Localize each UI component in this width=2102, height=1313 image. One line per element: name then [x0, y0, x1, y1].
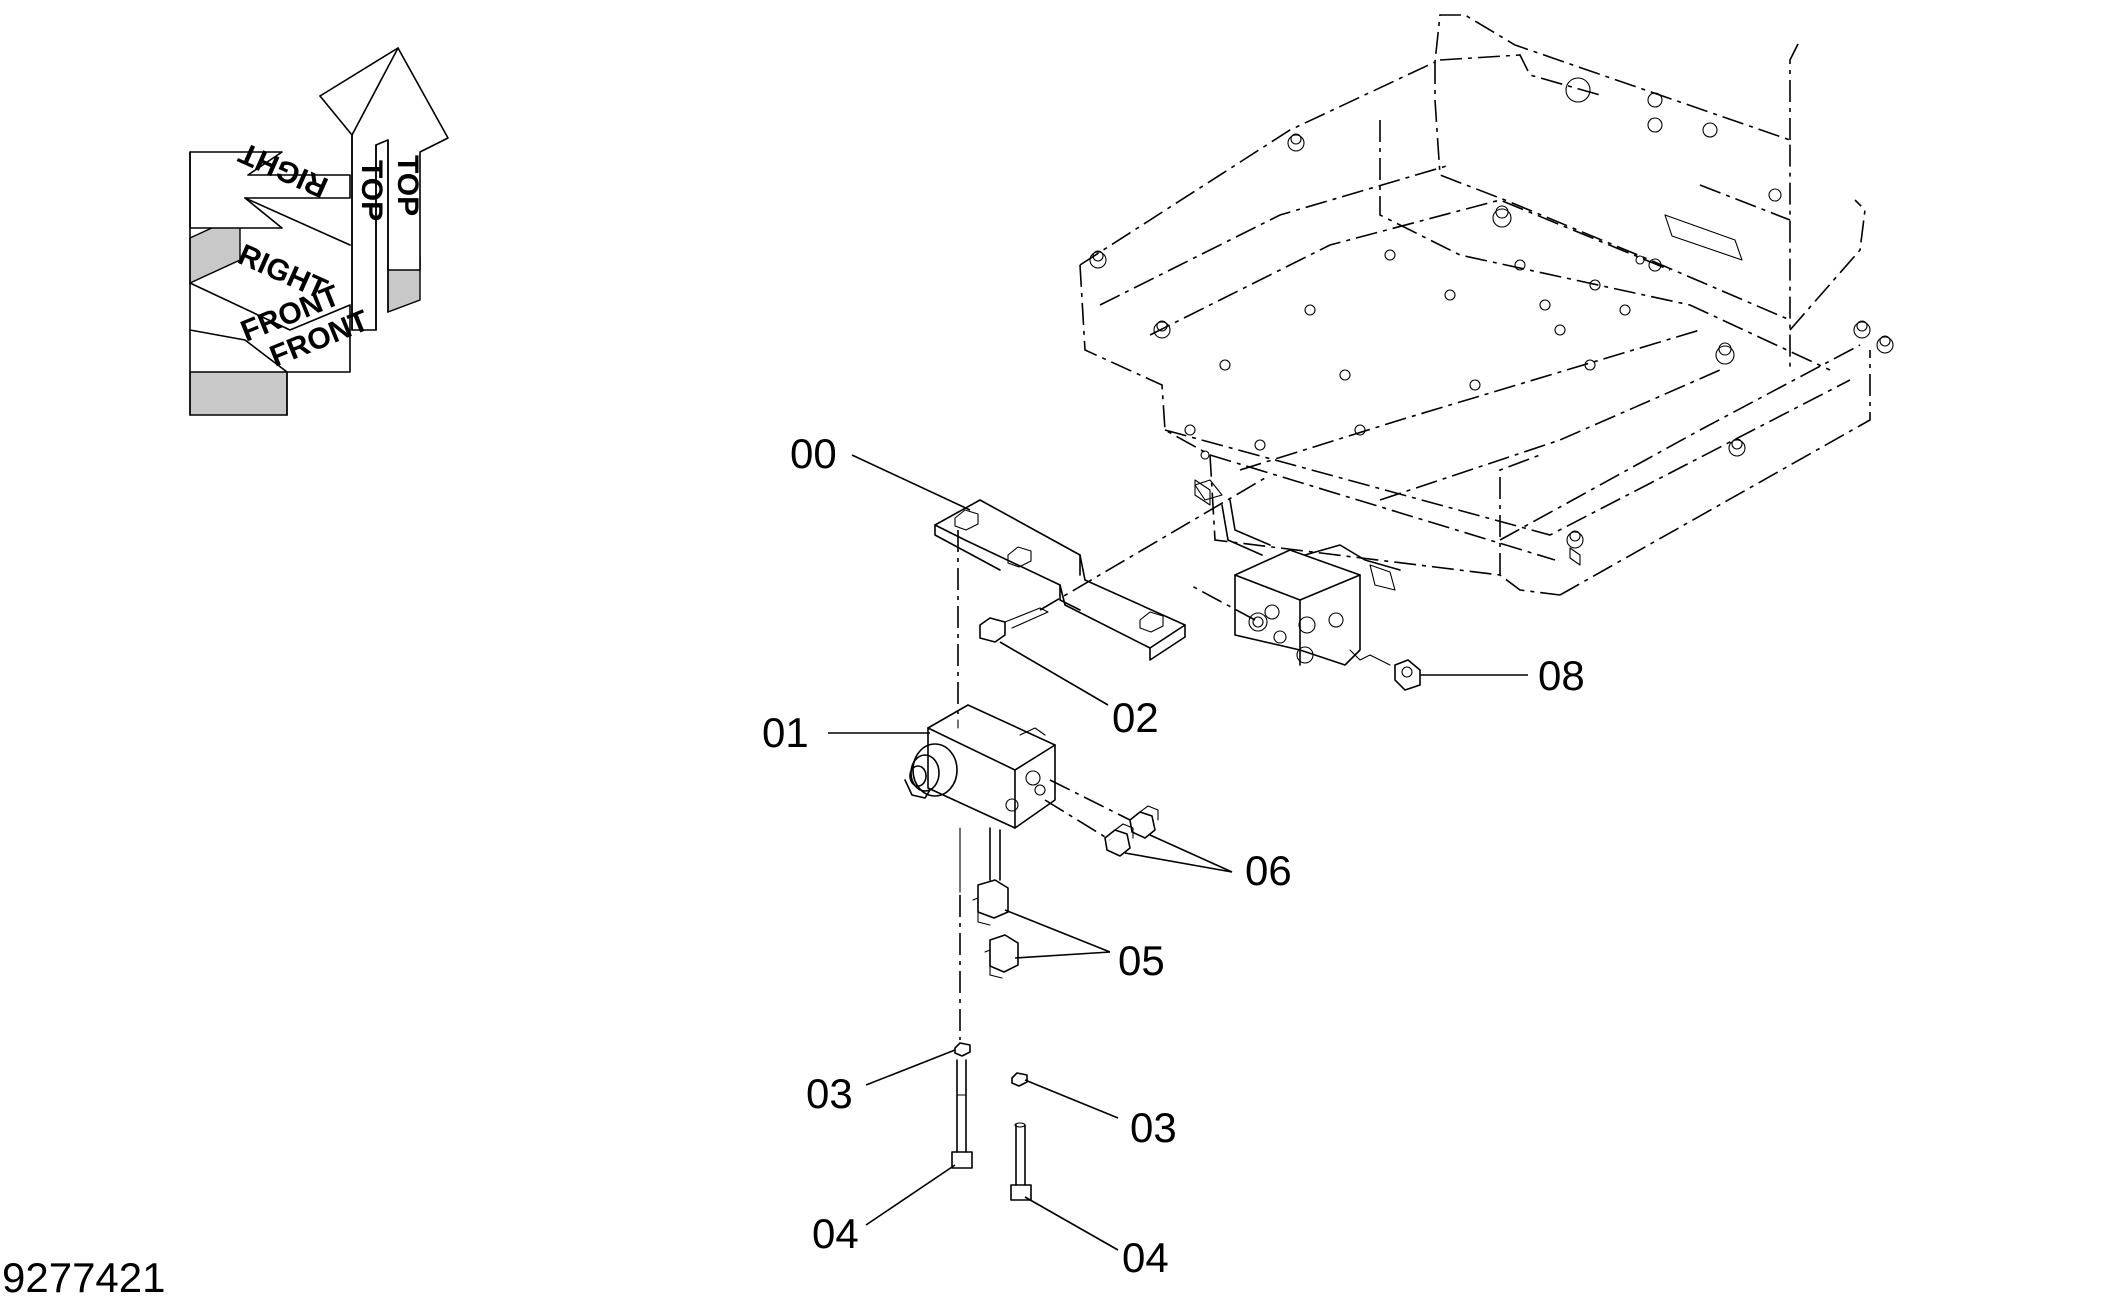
orientation-label-top-2: TOP [355, 160, 388, 221]
floor-frame [1079, 14, 1894, 596]
callout-00: 00 [790, 430, 837, 477]
callout-05: 05 [1118, 937, 1165, 984]
leader-lines [828, 454, 1528, 1251]
assembly-line-06a [1049, 779, 1131, 821]
callout-02: 02 [1112, 694, 1159, 741]
assembly-line-06b [1044, 799, 1111, 841]
solenoid-valve-01 [904, 704, 1056, 829]
orientation-arrows: TOP TOP RIGHT RIGHT FRONT FRONT [189, 47, 449, 416]
callout-08: 08 [1538, 652, 1585, 699]
fittings-06 [1104, 805, 1159, 857]
callout-01: 01 [762, 709, 809, 756]
fittings-05 [972, 879, 1019, 979]
assembly-line-block [1189, 584, 1256, 621]
front-arrow-box [189, 371, 288, 416]
assembly-line-bracket [1039, 477, 1266, 611]
figure-number: 9277421 [2, 1254, 166, 1301]
callout-04-right: 04 [1122, 1234, 1169, 1281]
orientation-label-top-1: TOP [391, 155, 424, 216]
callout-03-left: 03 [806, 1070, 853, 1117]
callout-04-left: 04 [812, 1210, 859, 1257]
front-arrow [189, 282, 351, 373]
pipes-to-05 [959, 827, 1001, 893]
bolts-04 [951, 1059, 1032, 1201]
right-arrow [189, 151, 351, 229]
washers-03 [954, 1042, 1028, 1087]
callout-03-right: 03 [1130, 1104, 1177, 1151]
callout-06: 06 [1245, 847, 1292, 894]
valve-block-right [1194, 479, 1421, 691]
bracket-00 [934, 499, 1186, 661]
